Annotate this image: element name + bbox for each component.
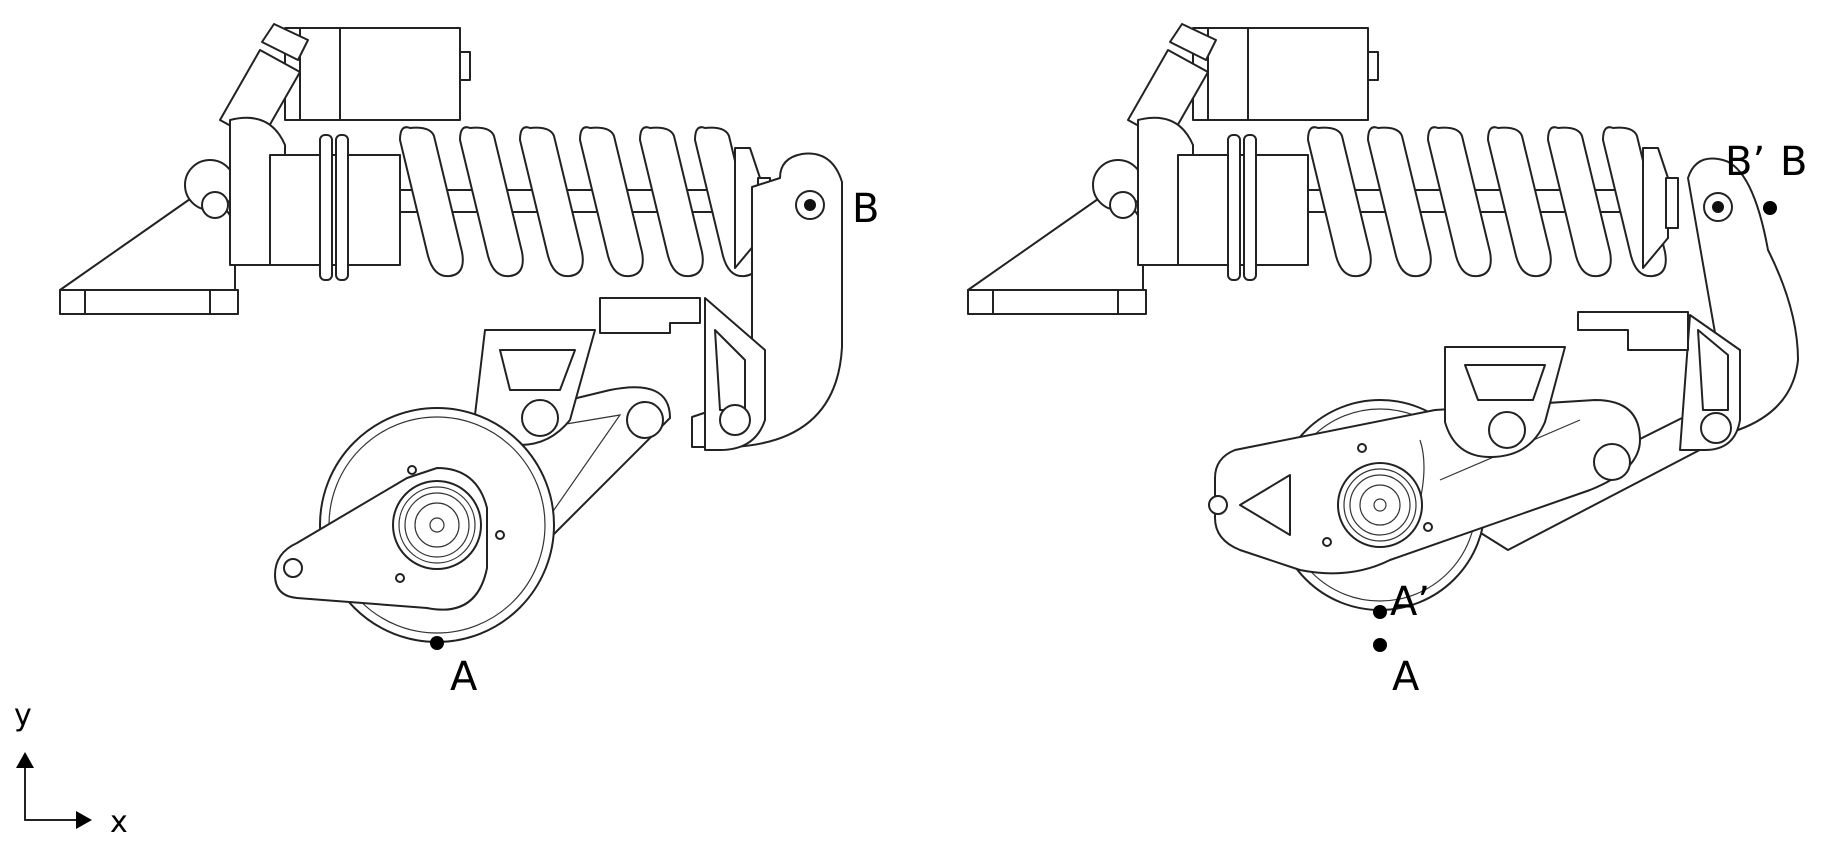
right-point-b-dot: [1763, 201, 1777, 215]
right-point-a-prime-dot: [1373, 605, 1387, 619]
right-point-a-prime-label: A’: [1390, 579, 1430, 625]
y-axis-label: y: [14, 698, 32, 733]
left-point-b-label: B: [852, 186, 879, 232]
right-view: A’ A B’ B: [968, 24, 1807, 700]
axis-indicator: y x: [14, 698, 128, 840]
right-point-a-dot: [1373, 638, 1387, 652]
left-rocker-link: [691, 152, 843, 448]
right-point-a-label: A: [1392, 654, 1420, 700]
left-point-a-label: A: [450, 654, 478, 700]
right-point-b-label: B: [1780, 139, 1807, 185]
right-point-b-prime-label: B’: [1725, 139, 1765, 185]
x-axis-label: x: [110, 805, 128, 840]
x-axis-arrowhead: [76, 811, 92, 829]
y-axis-arrowhead: [16, 752, 34, 768]
left-point-a-dot: [430, 636, 444, 650]
left-view: A B: [60, 24, 879, 700]
